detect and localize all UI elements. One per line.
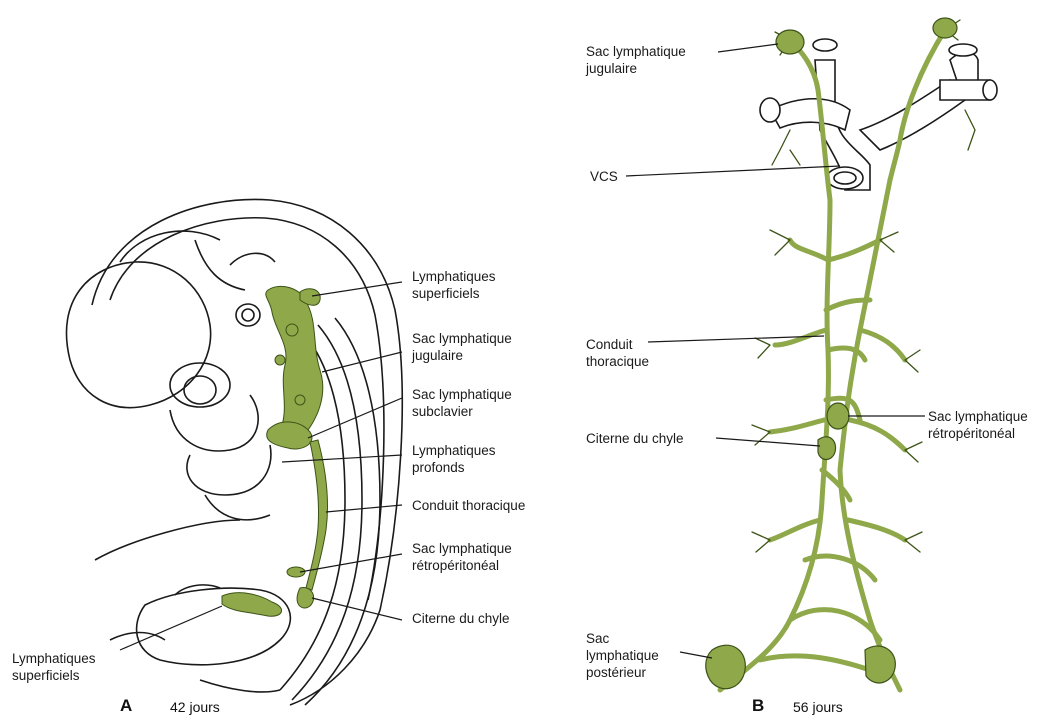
label-line: superficiels <box>412 285 496 302</box>
label-a-subclavian: Sac lymphatique subclavier <box>412 386 512 420</box>
label-line: profonds <box>412 459 496 476</box>
label-line: Conduit thoracique <box>412 497 525 514</box>
label-b-jugular: Sac lymphatique jugulaire <box>586 43 686 77</box>
label-line: Citerne du chyle <box>412 610 510 627</box>
label-b-cisterna: Citerne du chyle <box>586 430 684 447</box>
label-a-superficial-top: Lymphatiques superficiels <box>412 268 496 302</box>
label-a-retroperitoneal: Sac lymphatique rétropéritonéal <box>412 540 512 574</box>
label-a-jugular: Sac lymphatique jugulaire <box>412 330 512 364</box>
label-b-posterior: Sac lymphatique postérieur <box>586 630 659 681</box>
panel-a-days: 42 jours <box>170 699 220 715</box>
great-vessels <box>760 39 997 190</box>
label-line: Conduit <box>586 336 649 353</box>
panel-a-leader-lines <box>120 282 402 650</box>
label-line: Sac lymphatique <box>412 386 512 403</box>
label-line: superficiels <box>12 667 96 684</box>
label-line: subclavier <box>412 403 512 420</box>
label-a-cisterna: Citerne du chyle <box>412 610 510 627</box>
label-line: postérieur <box>586 664 659 681</box>
label-line: rétropéritonéal <box>412 557 512 574</box>
panel-a-letter: A <box>120 696 132 716</box>
cisterna-chyli-a <box>297 588 314 608</box>
panel-b-letter: B <box>752 696 764 716</box>
label-line: rétropéritonéal <box>928 425 1028 442</box>
label-a-thoracic-duct: Conduit thoracique <box>412 497 525 514</box>
retroperitoneal-lymph-sac-b <box>827 403 849 429</box>
embryo-outline <box>66 199 402 705</box>
label-line: Lymphatiques <box>412 442 496 459</box>
panel-b-days: 56 jours <box>793 699 843 715</box>
label-line: jugulaire <box>412 347 512 364</box>
label-a-superficial-bottom: Lymphatiques superficiels <box>12 650 96 684</box>
label-line: Sac lymphatique <box>412 330 512 347</box>
cisterna-chyli-b <box>818 437 836 460</box>
label-line: Lymphatiques <box>12 650 96 667</box>
label-line: Sac lymphatique <box>928 408 1028 425</box>
label-line: Lymphatiques <box>412 268 496 285</box>
label-line: thoracique <box>586 353 649 370</box>
label-line: Sac lymphatique <box>586 43 686 60</box>
posterior-lymph-sac <box>706 645 746 689</box>
label-line: Sac lymphatique <box>412 540 512 557</box>
label-line: jugulaire <box>586 60 686 77</box>
jugular-lymph-sac-b <box>776 30 804 54</box>
label-line: Citerne du chyle <box>586 430 684 447</box>
superficial-lymphatics-bottom <box>222 593 282 617</box>
label-line: lymphatique <box>586 647 659 664</box>
label-line: Sac <box>586 630 659 647</box>
label-a-deep: Lymphatiques profonds <box>412 442 496 476</box>
jugular-lymph-sac <box>266 286 323 444</box>
label-b-vcs: VCS <box>590 168 618 185</box>
embryo-lymphatics <box>222 286 328 616</box>
label-b-retroperitoneal: Sac lymphatique rétropéritonéal <box>928 408 1028 442</box>
label-b-thoracic-duct: Conduit thoracique <box>586 336 649 370</box>
label-line: VCS <box>590 168 618 185</box>
